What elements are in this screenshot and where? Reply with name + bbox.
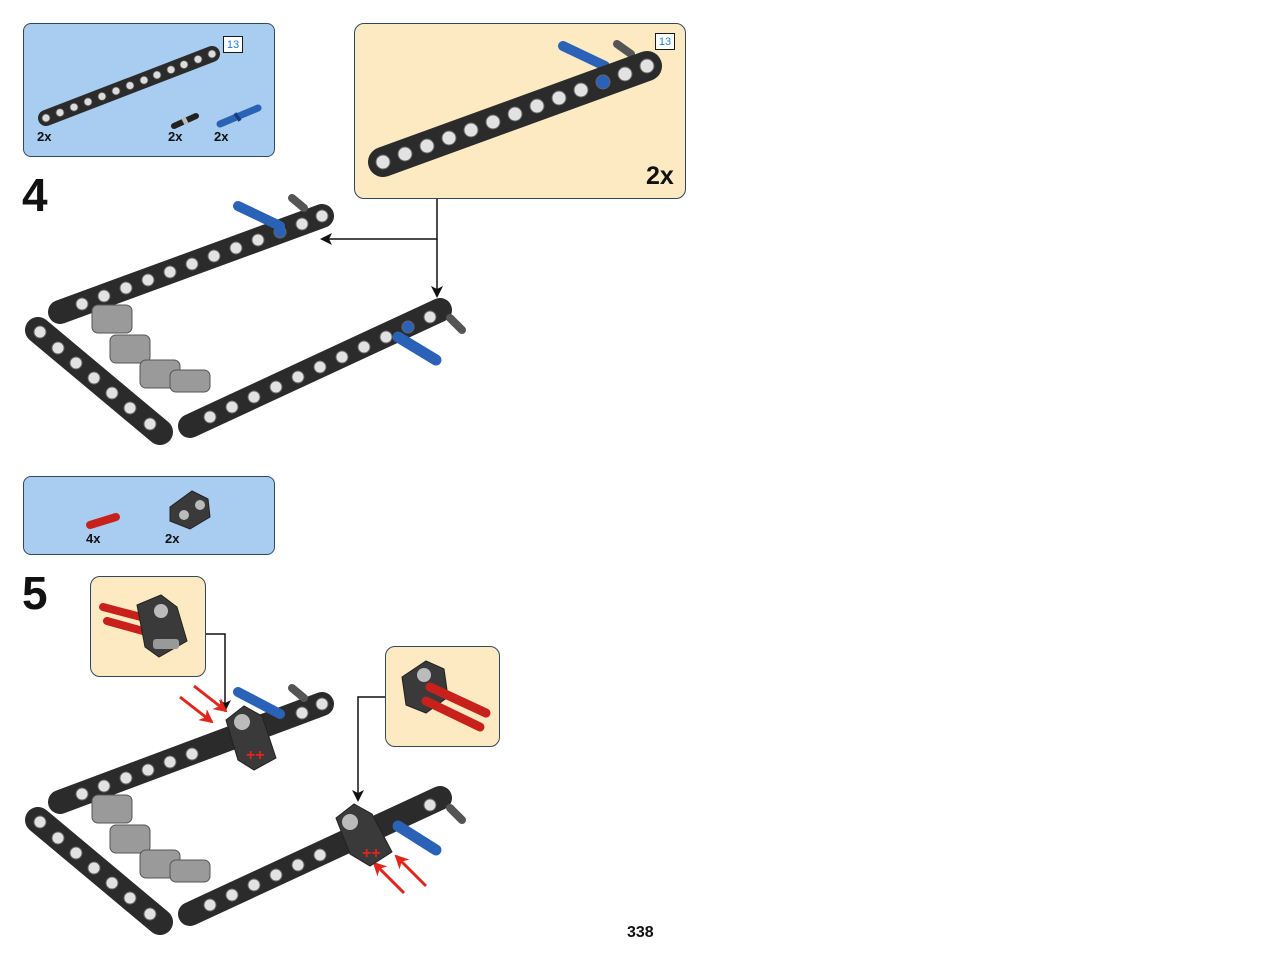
parts-qty-beam: 2x (37, 129, 52, 144)
parts-illustrations (38, 46, 262, 129)
black-pin-icon (613, 40, 635, 58)
parts-qty-connector: 2x (165, 531, 180, 546)
step5-parts-list: 4x 2x (23, 476, 275, 555)
black-pin-icon (288, 194, 466, 334)
frame-model-icon: ++ ++ (25, 684, 466, 935)
step-number-5: 5 (22, 567, 48, 619)
page-number: 338 (627, 924, 654, 941)
step-number-4: 4 (22, 169, 48, 221)
parts-qty-blue-pin: 2x (214, 129, 229, 144)
red-axle-icon (99, 603, 147, 635)
beam-13-icon (368, 51, 662, 177)
black-pin-icon (288, 684, 466, 824)
red-axle-icon (86, 513, 120, 529)
connector-subassembly-illustration (99, 594, 188, 658)
step4-subassembly-callout: 13 2x (354, 23, 686, 199)
subassembly-illustration (368, 40, 662, 177)
beam-length-badge: 13 (223, 36, 243, 53)
blue-axle-pin-icon (216, 104, 262, 128)
beam-13-icon (38, 46, 220, 126)
parts-qty-red-axle: 4x (86, 531, 101, 546)
blue-axle-pin-icon (558, 41, 610, 71)
subassembly-qty: 2x (646, 162, 674, 190)
blue-axle-pin-icon (233, 201, 442, 366)
connector-block-icon (169, 490, 211, 530)
black-pin-icon (171, 113, 199, 129)
svg-text:++: ++ (246, 747, 265, 764)
connector-subassembly-illustration (401, 660, 491, 732)
frame-model-icon (25, 194, 466, 445)
connector-block-icon: ++ ++ (225, 705, 393, 867)
blue-axle-pin-icon (233, 687, 442, 856)
step5-subassembly-callout-left (90, 576, 206, 677)
parts-illustrations (86, 490, 211, 530)
connector-block-icon (136, 594, 188, 658)
step5-subassembly-callout-right (385, 646, 500, 747)
insert-arrow-icons (179, 684, 428, 895)
red-axle-icon (421, 682, 491, 732)
subassembly-length-badge: 13 (655, 33, 675, 50)
parts-qty-black-pin: 2x (168, 129, 183, 144)
svg-text:++: ++ (362, 845, 381, 862)
step4-parts-list: 13 2x 2x 2x (23, 23, 275, 157)
